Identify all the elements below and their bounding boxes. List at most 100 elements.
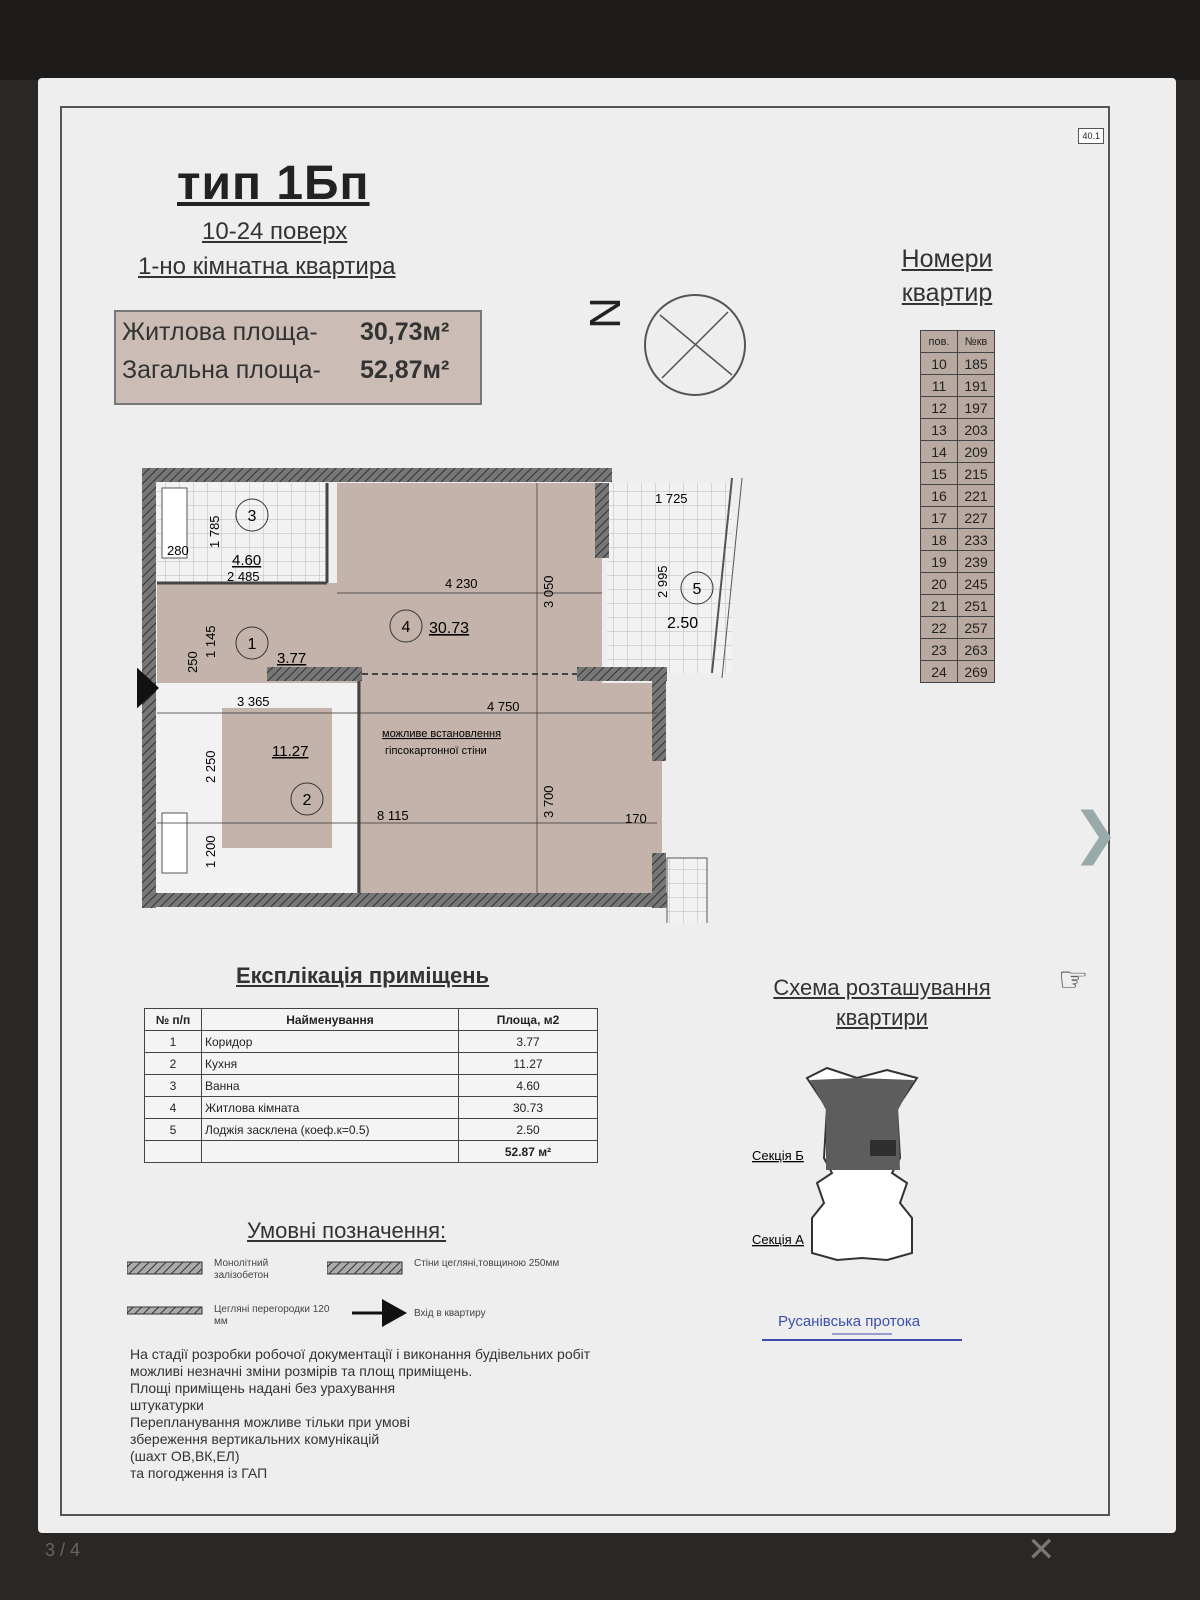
room-area-2: 11.27: [272, 743, 308, 760]
legend-title: Умовні позначення:: [247, 1218, 447, 1243]
dim-label: 1 200: [203, 835, 218, 868]
section-b-label: Секція Б: [752, 1148, 804, 1163]
apartment-marker: [870, 1140, 896, 1156]
total-area: 52.87 м²: [458, 1140, 598, 1163]
dim-label: 1 725: [655, 491, 688, 506]
room-number-3: 3: [248, 508, 257, 525]
dim-label: 2 250: [203, 750, 218, 783]
scheme-title-line1: Схема розташування: [773, 975, 991, 1000]
apt-numbers-title-line1: Номери: [901, 245, 993, 273]
note-line: Площі приміщень надані без урахування: [130, 1380, 396, 1396]
apt-col-num: №кв: [957, 330, 995, 353]
dim-label: 8 115: [377, 808, 409, 823]
legend-entrance-arrow-icon: [352, 1299, 407, 1327]
note-line: збереження вертикальних комунікацій: [130, 1431, 380, 1447]
sheet-tag: 40.1: [1078, 128, 1104, 144]
note-line: (шахт ОВ,ВК,ЕЛ): [130, 1448, 240, 1464]
dim-label: 280: [167, 543, 189, 558]
explication-title: Експлікація приміщень: [236, 963, 490, 988]
drawing-frame: 40.1 тип 1Бп 10-24 поверх 1-но кімнатна …: [60, 106, 1110, 1516]
living-area-value: 30,73м²: [360, 318, 450, 346]
dim-label: 170: [625, 811, 647, 826]
living-area-label: Житлова площа-: [122, 318, 318, 346]
room-number-5: 5: [693, 581, 702, 598]
dim-label: 4 750: [487, 699, 520, 714]
dim-label: 3 365: [237, 694, 270, 709]
legend-concrete-swatch: [127, 1261, 203, 1275]
document-page: 40.1 тип 1Бп 10-24 поверх 1-но кімнатна …: [38, 78, 1176, 1533]
dim-label: 1 145: [203, 625, 218, 658]
scheme-title-line2: квартири: [836, 1005, 928, 1030]
dim-label: 2 485: [227, 569, 260, 584]
hand-cursor-icon: ☞: [1058, 961, 1089, 999]
north-arrow: N: [580, 297, 630, 329]
room-area-5: 2.50: [667, 615, 698, 632]
drywall-note-line1: можливе встановлення: [382, 728, 501, 740]
river-label: Русанівська протока: [778, 1313, 921, 1330]
wall-right-1: [652, 681, 666, 761]
viewer-top-bar: [0, 0, 1200, 80]
note-line: На стадії розробки робочої документації …: [130, 1346, 591, 1362]
floor-plan: 3 4.60 1 3.77 4 30.73 5 2.50 2 11.27 1 7…: [137, 468, 743, 923]
wall-right-2: [652, 853, 666, 908]
wall-partition-1: [267, 667, 362, 681]
wall-bottom: [142, 893, 667, 907]
room-number-1: 1: [248, 636, 257, 653]
dim-label: 2 995: [655, 565, 670, 598]
section-a-label: Секція А: [752, 1232, 804, 1247]
kitchen-fill: [222, 708, 332, 848]
legend-item3: Цегляні перегородки 120 мм: [214, 1304, 330, 1327]
dim-label: 1 785: [207, 515, 222, 548]
room-area-4: 30.73: [429, 620, 469, 637]
total-area-value: 52,87м²: [360, 356, 450, 384]
apt-col-floor: пов.: [920, 330, 958, 353]
loggia-fill: [607, 483, 732, 673]
wall-loggia: [595, 483, 609, 558]
wall-partition-2: [577, 667, 667, 681]
apt-numbers-title-line2: квартир: [901, 279, 993, 307]
note-line: Перепланування можливе тільки при умові: [130, 1414, 410, 1430]
notes: На стадії розробки робочої документації …: [130, 1346, 730, 1482]
legend-item2: Стіни цегляні,товщиною 250мм: [414, 1258, 560, 1269]
page-counter: 3 / 4: [45, 1540, 81, 1560]
expl-header: Найменування: [201, 1008, 459, 1031]
entrance-arrow-icon: [137, 667, 159, 709]
apartment-subtitle: 1-но кімнатна квартира: [138, 253, 396, 280]
close-icon[interactable]: ✕: [1027, 1531, 1056, 1569]
room-number-2: 2: [303, 792, 312, 809]
floors-subtitle: 10-24 поверх: [202, 218, 348, 245]
room-area-3: 4.60: [232, 552, 261, 569]
drywall-note-line2: гіпсокартонної стіни: [385, 745, 487, 757]
note-line: та погодження із ГАП: [130, 1465, 268, 1481]
dim-label: 4 230: [445, 576, 478, 591]
dim-label: 3 050: [541, 575, 556, 608]
sink: [161, 812, 188, 874]
expl-header: № п/п: [144, 1008, 202, 1031]
next-page-chevron-icon[interactable]: ❯: [1072, 801, 1119, 864]
legend-item4: Вхід в квартиру: [414, 1308, 486, 1319]
apartment-type-title: тип 1Бп: [177, 157, 370, 210]
bathtub: [161, 487, 188, 559]
living-room-fill: [337, 483, 602, 893]
expl-header: Площа, м2: [458, 1008, 598, 1031]
table-row: 52.87 м²: [144, 1140, 598, 1163]
